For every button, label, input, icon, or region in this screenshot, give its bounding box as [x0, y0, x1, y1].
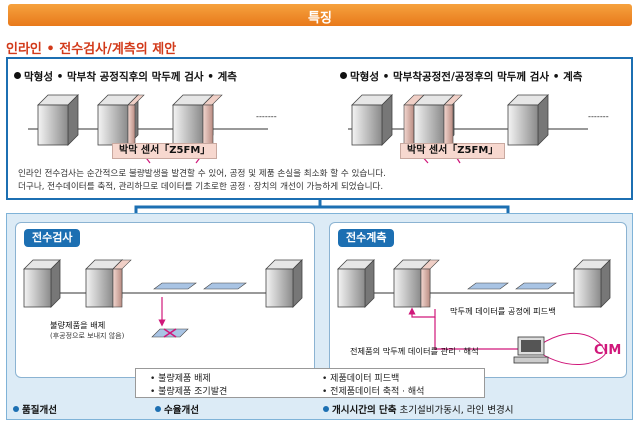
bullet-item: • 불량제품 배제 — [150, 374, 211, 384]
reject-sublabel: (후공정으로 보내지 않음) — [50, 332, 125, 340]
machine-block-2 — [393, 259, 440, 308]
left-heading: 막형성 • 막부착 공정직후의 막두께 검사 • 계측 — [14, 69, 237, 84]
process-overview-panel: 막형성 • 막부착 공정직후의 막두께 검사 • 계측 막형성 • 막부착공정전… — [6, 57, 633, 200]
machine-block-1 — [337, 259, 375, 308]
computer-icon — [513, 336, 549, 364]
cim-label: CIM — [594, 343, 622, 358]
wafer-icon — [203, 282, 247, 290]
machine-block-3 — [507, 94, 549, 146]
benefit-bullets: • 불량제품 배제 • 불량제품 조기발견 • 제품데이터 피드백 • 전제품데… — [135, 368, 485, 398]
machine-block-2 — [97, 94, 145, 146]
bullet-dot-icon — [14, 72, 21, 79]
sensor-label-right: 박막 센서「Z5FM」 — [400, 143, 506, 159]
machine-block-2 — [85, 259, 132, 308]
left-process-diagram — [28, 94, 268, 164]
inspection-panel: 전수검사 — [15, 222, 315, 378]
right-heading: 막형성 • 막부착공정전/공정후의 막두께 검사 • 계측 — [340, 69, 582, 84]
machine-block-3 — [265, 259, 303, 308]
footer-quality: 품질개선 — [13, 402, 57, 416]
measurement-panel: 전수계측 — [329, 222, 627, 378]
manage-label: 전제품의 막두께 데이터를 관리 · 해석 — [350, 346, 479, 356]
bullet-item: • 불량제품 조기발견 — [150, 387, 228, 397]
right-process-diagram — [348, 94, 588, 164]
machine-block-1 — [351, 94, 393, 146]
description-line-1: 인라인 전수검사는 순간적으로 불량발생을 발견할 수 있어, 공정 및 제품 … — [18, 169, 386, 179]
reject-x-icon — [163, 328, 177, 338]
header-title: 특징 — [308, 11, 332, 26]
continuation-dashes: ------- — [256, 111, 277, 121]
wafer-icon — [153, 282, 197, 290]
measurement-diagram — [337, 259, 611, 365]
description-line-2: 더구나, 전수데이터를 축적, 관리하므로 데이터를 기초로한 공정 · 장치의… — [18, 182, 384, 192]
bullet-dot-icon — [13, 406, 19, 412]
inspection-diagram — [23, 259, 303, 338]
bullet-dot-icon — [155, 406, 161, 412]
machine-block-1 — [23, 259, 61, 308]
sensor-label-left: 박막 센서「Z5FM」 — [112, 143, 218, 159]
connector-bracket — [134, 200, 510, 214]
feedback-arrow-icon — [408, 307, 436, 318]
bullet-dot-icon — [323, 406, 329, 412]
machine-block-2 — [403, 94, 463, 146]
header-banner: 특징 — [8, 4, 632, 26]
inspection-tag: 전수검사 — [24, 229, 81, 247]
machine-block-3 — [172, 94, 223, 146]
benefits-panel: 전수검사 — [6, 213, 633, 420]
measurement-tag: 전수계측 — [338, 229, 395, 247]
wafer-icon — [467, 282, 509, 290]
bullet-item: • 제품데이터 피드백 — [322, 374, 400, 384]
feedback-label: 막두께 데이터를 공정에 피드백 — [450, 306, 556, 316]
bullet-dot-icon — [340, 72, 347, 79]
machine-block-1 — [37, 94, 79, 146]
continuation-dashes: ------- — [588, 111, 609, 121]
bullet-item: • 전제품데이터 축적 · 해석 — [322, 387, 425, 397]
reject-label: 불량제품을 배제 — [50, 320, 106, 330]
wafer-icon — [515, 282, 557, 290]
footer-time: 개시시간의 단축 초기설비가동시, 라인 변경시 — [323, 402, 513, 416]
data-line-icon — [434, 317, 534, 350]
footer-yield: 수율개선 — [155, 402, 199, 416]
page-subtitle: 인라인 • 전수검사/계측의 제안 — [6, 42, 177, 57]
machine-block-3 — [573, 259, 611, 308]
